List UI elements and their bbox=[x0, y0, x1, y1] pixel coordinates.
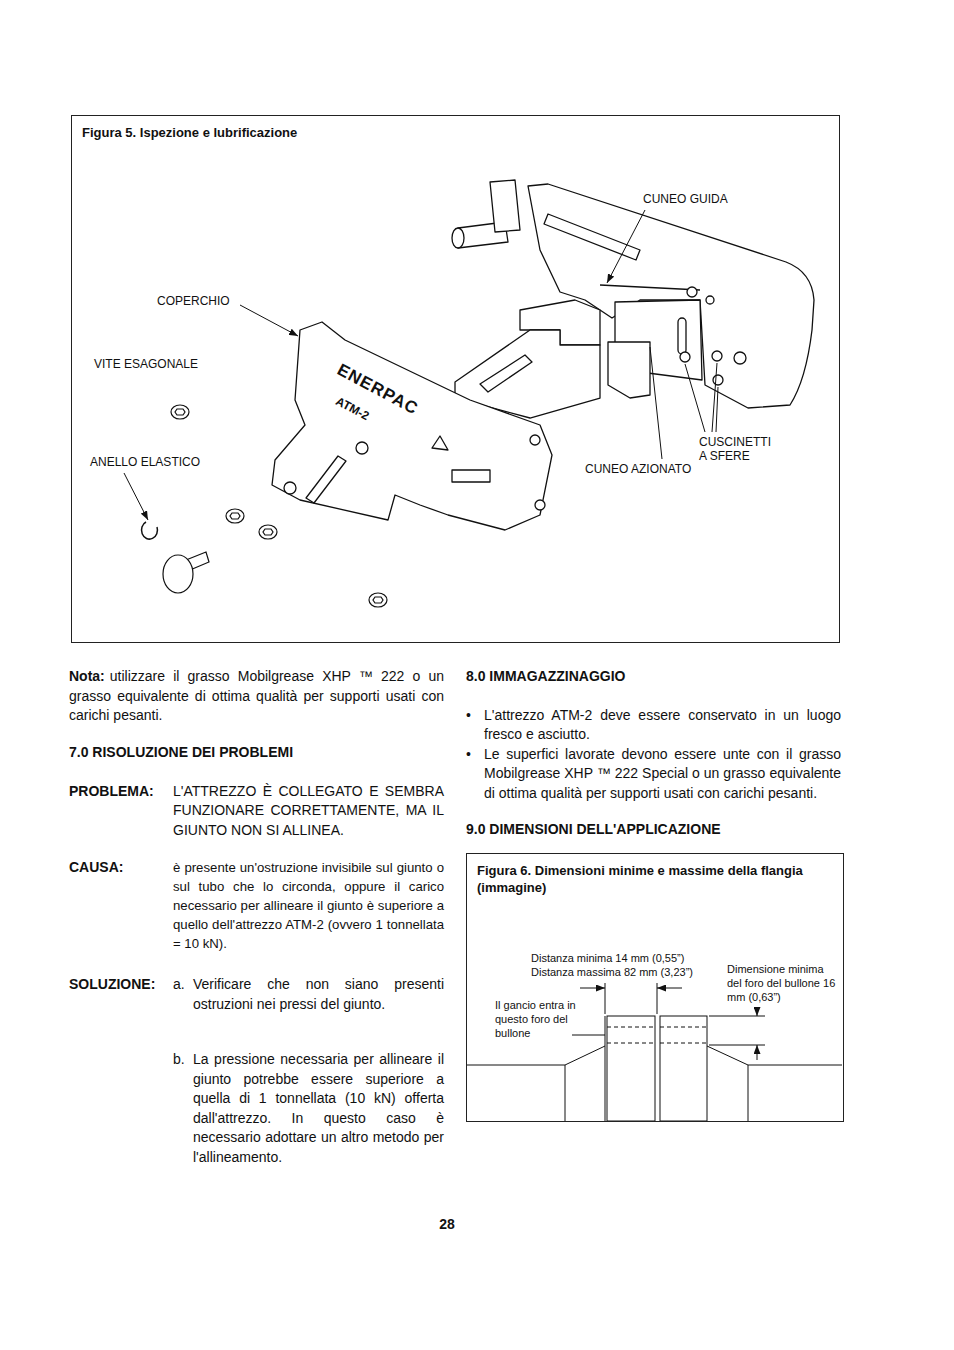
cover-plate bbox=[452, 470, 490, 482]
tool-body bbox=[600, 285, 700, 290]
flange-section bbox=[707, 1046, 842, 1065]
leader-line bbox=[240, 305, 298, 336]
field-label: SOLUZIONE: bbox=[69, 975, 173, 995]
bullet: • bbox=[466, 745, 482, 765]
bullet-text: Le superfici lavorate devono essere unte… bbox=[484, 745, 841, 804]
list-text: Verificare che non siano presenti ostruz… bbox=[193, 975, 444, 1014]
hex-screw bbox=[263, 529, 273, 535]
cover-plate bbox=[272, 322, 552, 530]
tool-body bbox=[734, 352, 746, 364]
dimension-line bbox=[657, 988, 682, 989]
cover-plate bbox=[530, 435, 540, 445]
part-label: VITE ESAGONALE bbox=[94, 357, 214, 372]
flange-section bbox=[607, 1016, 655, 1121]
callout-label: Il gancio entra in questo foro del bullo… bbox=[495, 998, 580, 1040]
tool-body bbox=[706, 296, 714, 304]
flange-section bbox=[748, 1065, 749, 1121]
cover-plate bbox=[432, 436, 448, 450]
cover-plate bbox=[272, 322, 552, 530]
hex-screw bbox=[175, 409, 185, 415]
dimension-line bbox=[580, 988, 605, 989]
tool-body bbox=[480, 355, 532, 392]
pin bbox=[163, 552, 209, 593]
tool-body bbox=[712, 351, 722, 361]
flange-section bbox=[565, 1065, 566, 1121]
leader-line bbox=[124, 473, 148, 520]
hex-screw bbox=[171, 405, 387, 607]
leader-line bbox=[716, 387, 718, 432]
flange-section bbox=[607, 1027, 655, 1028]
leader-line bbox=[712, 363, 717, 432]
flange-section bbox=[660, 1016, 707, 1121]
dimension-line bbox=[757, 1045, 758, 1060]
tool-body bbox=[452, 180, 814, 418]
note-text: utilizzare il grasso Mobilgrease XHP ™ 2… bbox=[69, 668, 444, 723]
tool-body bbox=[713, 375, 723, 385]
pin bbox=[163, 555, 193, 593]
cover-plate bbox=[535, 500, 545, 510]
part-label: ANELLO ELASTICO bbox=[90, 455, 220, 470]
dimension-line bbox=[757, 1007, 758, 1016]
figure-title: Figura 5. Ispezione e lubrificazione bbox=[72, 116, 839, 149]
field-label: PROBLEMA: bbox=[69, 782, 171, 802]
hex-screw bbox=[373, 597, 383, 603]
tool-body bbox=[490, 180, 520, 232]
hex-screw bbox=[171, 405, 189, 419]
hex-screw bbox=[259, 525, 277, 539]
part-label: CUNEO AZIONATO bbox=[585, 462, 700, 477]
brand-mark: ENERPAC bbox=[334, 360, 458, 438]
flange-section bbox=[607, 1043, 655, 1044]
figure-title: Figura 6. Dimensioni minime e massime de… bbox=[467, 854, 843, 904]
leader-line bbox=[685, 364, 705, 432]
section-heading: 8.0 IMMAGAZZINAGGIO bbox=[466, 667, 841, 687]
part-label: CUSCINETTI A SFERE bbox=[699, 435, 777, 463]
bullet-text: L'attrezzo ATM-2 deve essere conservato … bbox=[484, 706, 841, 745]
retaining-ring bbox=[141, 522, 157, 539]
dimension-line bbox=[572, 1035, 605, 1036]
paragraph: Nota:utilizzare il grasso Mobilgrease XH… bbox=[69, 667, 444, 726]
flange-section bbox=[467, 1046, 605, 1065]
tool-body bbox=[452, 228, 464, 248]
section-heading: 9.0 DIMENSIONI DELL'APPLICAZIONE bbox=[466, 820, 841, 840]
flange-section bbox=[660, 1043, 707, 1044]
dimension-label: Distanza minima 14 mm (0,55”) bbox=[531, 951, 711, 965]
hex-screw bbox=[226, 509, 244, 523]
leader-line bbox=[607, 210, 645, 283]
flange-section bbox=[605, 1016, 606, 1121]
tool-body bbox=[544, 214, 640, 260]
tool-body bbox=[687, 287, 697, 297]
section-heading: 7.0 RISOLUZIONE DEI PROBLEMI bbox=[69, 743, 444, 763]
part-label: COPERCHIO bbox=[157, 294, 247, 309]
tool-body bbox=[680, 352, 690, 362]
tool-body bbox=[608, 342, 650, 398]
leader-line bbox=[650, 347, 662, 459]
retaining-ring bbox=[141, 522, 157, 539]
dimension-label: Dimensione minima del foro del bullone 1… bbox=[727, 962, 839, 1004]
hex-screw bbox=[369, 593, 387, 607]
field-text: L'ATTREZZO È COLLEGATO E SEMBRA FUNZIONA… bbox=[173, 782, 444, 841]
cover-plate bbox=[356, 442, 368, 454]
flange-section bbox=[660, 1027, 707, 1028]
list-marker: a. bbox=[173, 975, 193, 995]
bullet: • bbox=[466, 706, 482, 726]
hex-screw bbox=[230, 513, 240, 519]
cover-plate bbox=[306, 456, 346, 503]
list-marker: b. bbox=[173, 1050, 193, 1070]
field-label: CAUSA: bbox=[69, 858, 171, 878]
cover-plate bbox=[284, 482, 296, 494]
page-number: 28 bbox=[432, 1215, 462, 1235]
part-label: CUNEO GUIDA bbox=[643, 192, 743, 207]
tool-body bbox=[678, 318, 686, 354]
note-label: Nota: bbox=[69, 668, 105, 684]
dimension-label: Distanza massima 82 mm (3,23”) bbox=[531, 965, 711, 979]
leader-line bbox=[124, 210, 718, 520]
field-text: è presente un'ostruzione invisibile sul … bbox=[173, 858, 444, 953]
list-text: La pressione necessaria per allineare il… bbox=[193, 1050, 444, 1167]
